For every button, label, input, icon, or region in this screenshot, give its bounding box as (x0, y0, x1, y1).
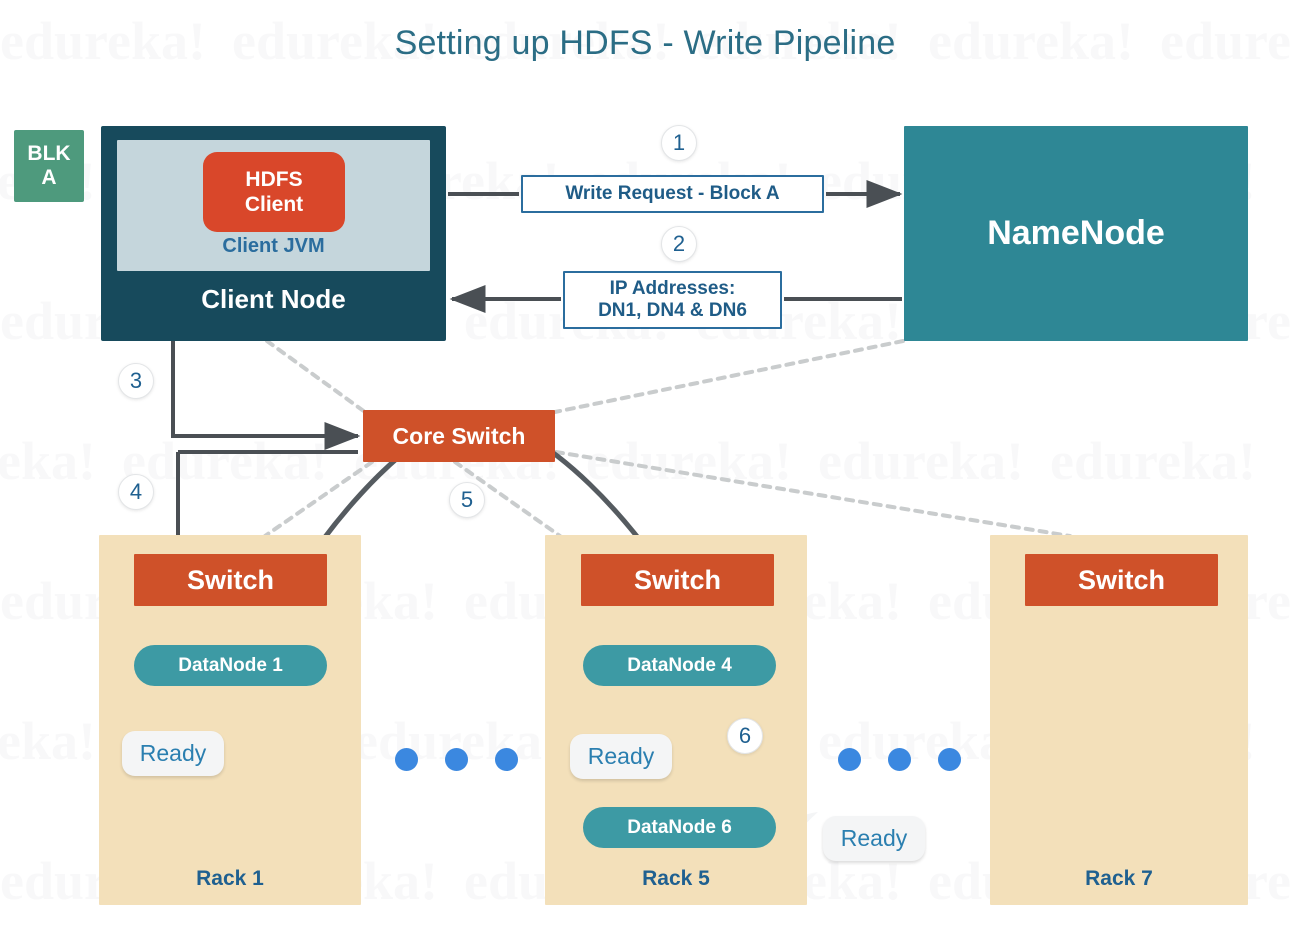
block-badge: BLK A (14, 130, 84, 202)
status-badge-datanode-1: Ready (122, 731, 224, 776)
step-badge-1: 1 (661, 125, 697, 161)
watermark-text: edureka! (0, 431, 97, 491)
namenode-box[interactable]: NameNode (904, 126, 1248, 341)
hdfs-client-line1: HDFS (245, 167, 303, 191)
status-badge-datanode-4: Ready (570, 734, 672, 779)
dashed-link-client-to-core (265, 339, 367, 414)
rack-7-switch[interactable]: Switch (1025, 554, 1218, 606)
page-title: Setting up HDFS - Write Pipeline (394, 24, 896, 62)
client-node-label: Client Node (201, 284, 346, 314)
dashed-link-core-to-rack1 (263, 460, 374, 538)
watermark-text: edureka! (818, 431, 1025, 491)
datanode-6[interactable]: DataNode 6 (583, 807, 776, 848)
client-jvm-label: Client JVM (222, 235, 325, 257)
rack-5-label: Rack 5 (642, 867, 710, 890)
arrow-step3-client-to-core (171, 341, 361, 450)
hdfs-client-line2: Client (244, 193, 304, 216)
rack-1: Switch DataNode 1 Rack 1 (99, 535, 361, 905)
dot (395, 748, 418, 771)
dot (445, 748, 468, 771)
dashed-link-core-to-rack7 (554, 450, 1072, 538)
hdfs-client-box[interactable]: HDFS Client (203, 152, 345, 232)
client-node[interactable]: HDFS Client Client JVM Client Node (101, 126, 446, 341)
dot (495, 748, 518, 771)
block-badge-line1: BLK (27, 142, 71, 166)
rack-1-switch[interactable]: Switch (134, 554, 327, 606)
message-ip-addresses: IP Addresses: DN1, DN4 & DN6 (563, 271, 782, 329)
step-badge-6: 6 (727, 718, 763, 754)
rack-5: Switch DataNode 4 DataNode 6 Rack 5 (545, 535, 807, 905)
status-badge-datanode-6: Ready (823, 816, 925, 861)
step-badge-5: 5 (449, 482, 485, 518)
client-jvm-panel: HDFS Client Client JVM (117, 140, 430, 271)
message-write-request: Write Request - Block A (521, 175, 824, 213)
step-badge-4: 4 (118, 474, 154, 510)
watermark-text: edureka! (0, 711, 97, 771)
datanode-1[interactable]: DataNode 1 (134, 645, 327, 686)
step-badge-2: 2 (661, 226, 697, 262)
rack-ellipsis-2 (838, 748, 961, 771)
step-badge-3: 3 (118, 363, 154, 399)
rack-7: Switch Rack 7 (990, 535, 1248, 905)
block-badge-line2: A (41, 166, 57, 189)
watermark-text: edureka! (586, 431, 793, 491)
watermark-text: edureka! (122, 431, 329, 491)
rack-1-label: Rack 1 (196, 867, 264, 890)
message-ip-addresses-line2: DN1, DN4 & DN6 (598, 300, 747, 321)
watermark-text: edureka! (1050, 431, 1257, 491)
datanode-4[interactable]: DataNode 4 (583, 645, 776, 686)
core-switch[interactable]: Core Switch (363, 410, 555, 462)
rack-7-label: Rack 7 (1085, 867, 1153, 890)
dashed-link-namenode-to-core (553, 339, 905, 414)
message-ip-addresses-line1: IP Addresses: (609, 278, 736, 300)
rack-5-switch[interactable]: Switch (581, 554, 774, 606)
dot (838, 748, 861, 771)
rack-ellipsis-1 (395, 748, 518, 771)
dot (938, 748, 961, 771)
dot (888, 748, 911, 771)
